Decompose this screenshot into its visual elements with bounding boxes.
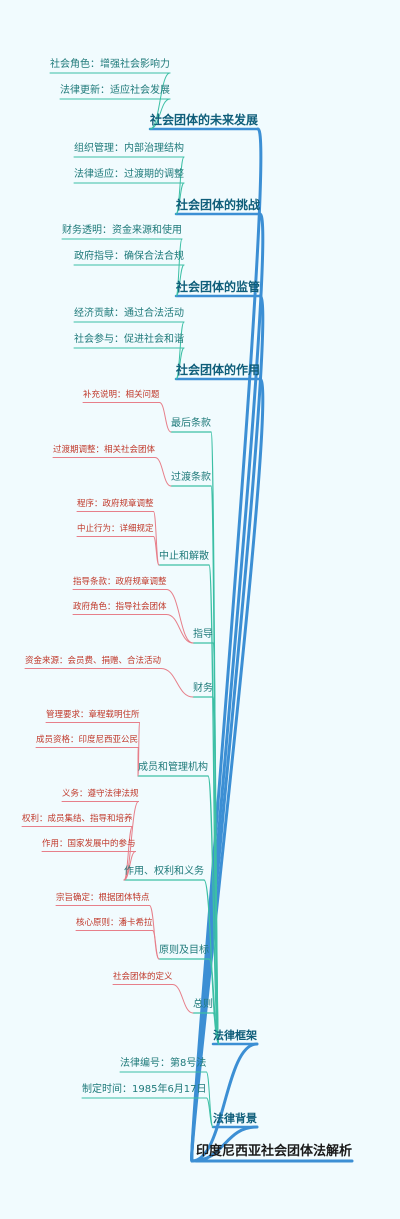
leaf-government-guidance-connector xyxy=(175,264,185,297)
leaf-government-role-connector xyxy=(166,614,194,644)
leaf-law-adaptation-connector xyxy=(175,182,185,215)
branch-role-trunk xyxy=(190,377,265,1163)
leaf-law-adaptation[interactable]: 法律适应：过渡期的调整 xyxy=(74,169,184,180)
leaf-enactment-date[interactable]: 制定时间：1985年6月17日 xyxy=(82,1084,207,1095)
leaf-transition-adjustment-connector xyxy=(154,457,172,487)
branch-supervision[interactable]: 社会团体的监管 xyxy=(176,280,261,294)
leaf-definition-connector xyxy=(172,984,194,1014)
leaf-financial-transparency[interactable]: 财务透明：资金来源和使用 xyxy=(62,225,182,236)
section-general-connector xyxy=(212,1012,220,1045)
branch-future-development[interactable]: 社会团体的未来发展 xyxy=(150,113,259,127)
branch-role[interactable]: 社会团体的作用 xyxy=(176,363,261,377)
leaf-law-number[interactable]: 法律编号：第8号法 xyxy=(120,1058,207,1069)
branch-legal-background-connector xyxy=(190,1125,259,1163)
section-members-management[interactable]: 成员和管理机构 xyxy=(138,762,208,773)
leaf-suspension-act-connector xyxy=(153,536,160,566)
section-transitional[interactable]: 过渡条款 xyxy=(171,472,211,483)
leaf-social-role[interactable]: 社会角色：增强社会影响力 xyxy=(50,59,170,70)
branch-legal-background[interactable]: 法律背景 xyxy=(213,1112,257,1125)
leaf-definition[interactable]: 社会团体的定义 xyxy=(113,972,173,982)
section-finance[interactable]: 财务 xyxy=(193,683,213,694)
branch-legal-framework[interactable]: 法律框架 xyxy=(213,1029,257,1042)
leaf-membership[interactable]: 成员资格：印度尼西亚公民 xyxy=(36,735,139,745)
leaf-transition-adjustment[interactable]: 过渡期调整：相关社会团体 xyxy=(53,445,156,455)
leaf-enactment-date-connector xyxy=(206,1097,214,1128)
leaf-law-update[interactable]: 法律更新：适应社会发展 xyxy=(60,85,170,96)
leaf-management-requirement[interactable]: 管理要求：章程载明住所 xyxy=(46,710,140,720)
leaf-supplementary[interactable]: 补充说明：相关问题 xyxy=(83,390,160,400)
leaf-core-principle[interactable]: 核心原则：潘卡希拉 xyxy=(76,918,153,928)
branch-legal-framework-connector xyxy=(190,1042,259,1163)
leaf-guidance-clause[interactable]: 指导条款：政府规章调整 xyxy=(73,577,167,587)
section-final-provisions[interactable]: 最后条款 xyxy=(171,418,211,429)
section-principles-goals[interactable]: 原则及目标 xyxy=(159,945,209,956)
leaf-supplementary-connector xyxy=(159,402,172,433)
leaf-role-national[interactable]: 作用：国家发展中的参与 xyxy=(42,839,136,849)
leaf-purpose-connector xyxy=(149,905,160,960)
leaf-purpose[interactable]: 宗旨确定：根据团体特点 xyxy=(56,893,150,903)
leaf-social-role-connector xyxy=(149,72,171,130)
leaf-obligations[interactable]: 义务：遵守法律法规 xyxy=(62,789,139,799)
section-finance-connector xyxy=(212,696,220,1045)
leaf-procedure[interactable]: 程序：政府规章调整 xyxy=(77,499,154,509)
leaf-rights-connector xyxy=(123,826,134,881)
leaf-role-national-connector xyxy=(123,851,137,881)
section-general[interactable]: 总则 xyxy=(193,999,213,1010)
leaf-economic-contribution[interactable]: 经济贡献：通过合法活动 xyxy=(74,308,184,319)
leaf-core-principle-connector xyxy=(152,930,160,960)
section-guidance[interactable]: 指导 xyxy=(193,629,213,640)
leaf-funding-sources[interactable]: 资金来源：会员费、捐赠、合法活动 xyxy=(25,656,162,666)
root-topic[interactable]: 印度尼西亚社会团体法解析 xyxy=(196,1144,353,1159)
leaf-suspension-act[interactable]: 中止行为：详细规定 xyxy=(77,524,154,534)
leaf-guidance-clause-connector xyxy=(166,589,194,644)
leaf-funding-sources-connector xyxy=(160,668,194,698)
leaf-government-role[interactable]: 政府角色：指导社会团体 xyxy=(73,602,167,612)
leaf-social-participation[interactable]: 社会参与：促进社会和谐 xyxy=(74,334,184,345)
section-suspension-dissolution[interactable]: 中止和解散 xyxy=(159,551,209,562)
leaf-government-guidance[interactable]: 政府指导：确保合法合规 xyxy=(74,251,184,262)
leaf-org-management[interactable]: 组织管理：内部治理结构 xyxy=(74,143,184,154)
section-role-rights-obligations[interactable]: 作用、权利和义务 xyxy=(124,866,204,877)
leaf-social-participation-connector xyxy=(175,347,185,380)
section-members-management-connector xyxy=(207,775,220,1045)
leaf-financial-transparency-connector xyxy=(175,238,183,297)
leaf-rights[interactable]: 权利：成员集结、指导和培养 xyxy=(22,814,133,824)
branch-challenges[interactable]: 社会团体的挑战 xyxy=(176,198,261,212)
leaf-law-update-connector xyxy=(149,98,171,130)
